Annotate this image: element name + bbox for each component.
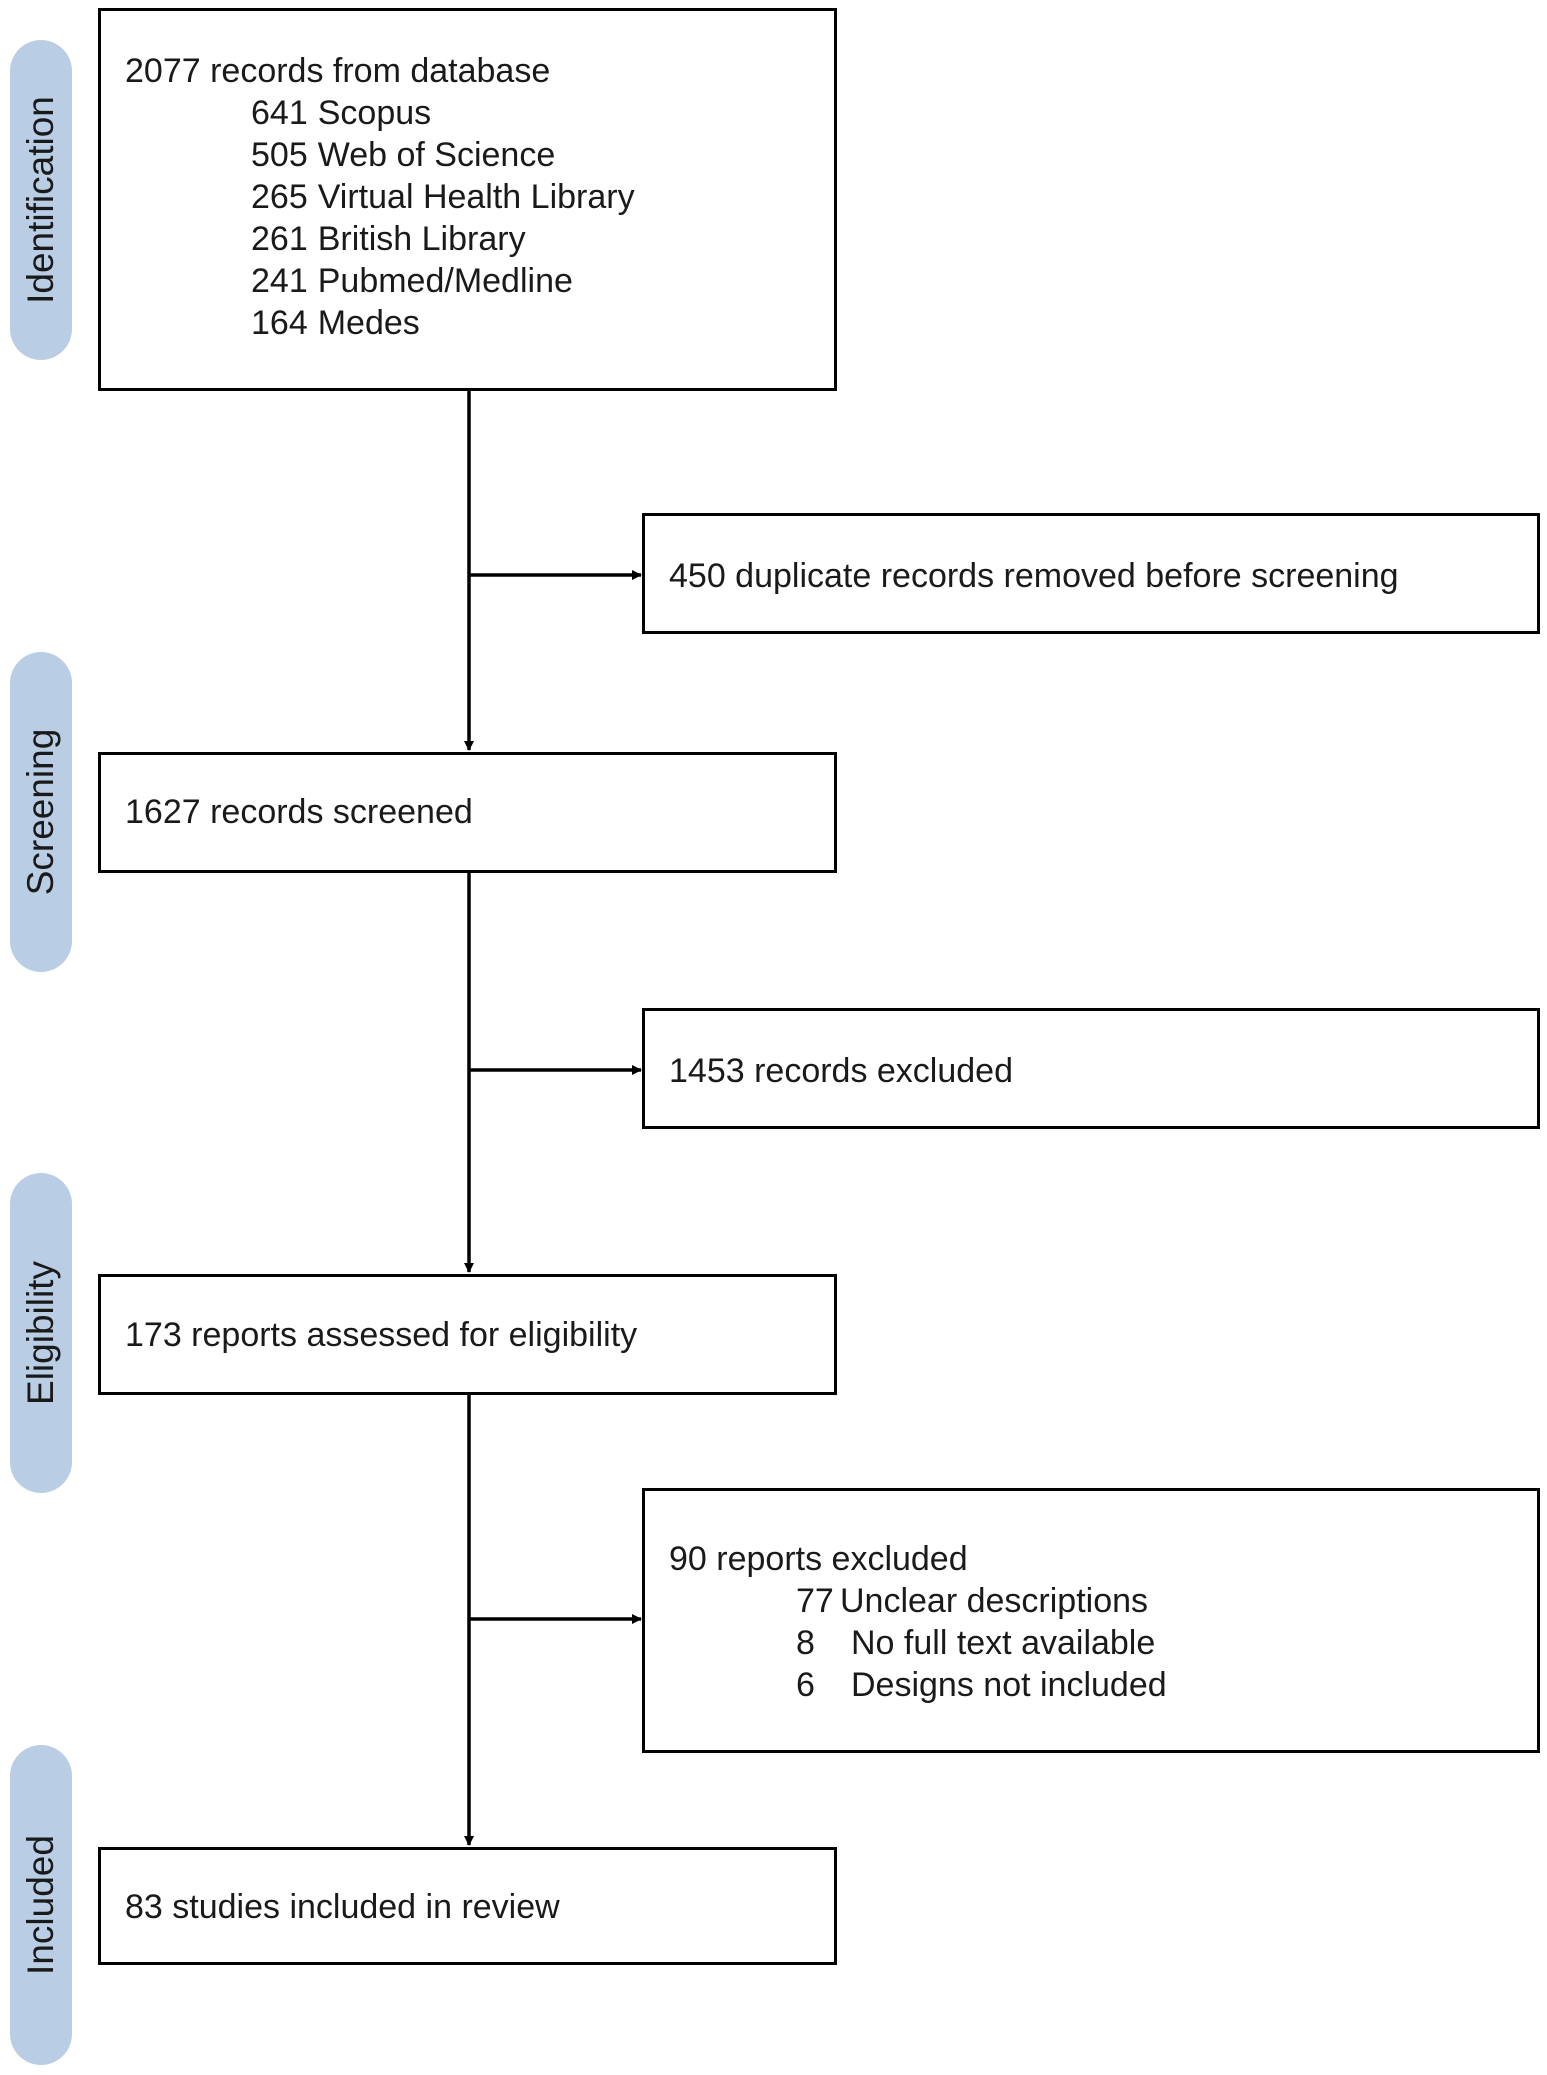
source-count: 164	[251, 304, 308, 342]
exclusion-reason-name: No full text available	[851, 1624, 1156, 1662]
source-name: Virtual Health Library	[317, 178, 635, 216]
records-excluded-box	[642, 1008, 1540, 1129]
eligibility-text: 173 reports assessed for eligibility	[125, 1316, 638, 1354]
identification-title: 2077 records from database	[125, 52, 551, 90]
included-text: 83 studies included in review	[125, 1888, 560, 1926]
exclusion-reason-name: Unclear descriptions	[840, 1582, 1149, 1620]
source-name: Pubmed/Medline	[317, 262, 573, 300]
exclusion-reason-item: 8 No full text available	[796, 1622, 1155, 1664]
exclusion-reason-count: 8	[796, 1624, 815, 1662]
phase-eligibility: Eligibility	[10, 1173, 72, 1493]
source-name: Web of Science	[317, 136, 556, 174]
phase-included: Included	[10, 1745, 72, 2065]
exclusion-reason-name: Designs not included	[851, 1666, 1167, 1704]
eligibility-box	[98, 1274, 837, 1395]
source-count: 265	[251, 178, 308, 216]
screened-text: 1627 records screened	[125, 793, 473, 831]
screened-box	[98, 752, 837, 873]
reports-excluded-box	[642, 1488, 1540, 1753]
source-name: Medes	[317, 304, 420, 342]
source-name: British Library	[317, 220, 526, 258]
source-count: 505	[251, 136, 308, 174]
phase-identification: Identification	[10, 40, 72, 360]
reports-excluded-title: 90 reports excluded	[669, 1540, 968, 1578]
source-name: Scopus	[317, 94, 432, 132]
records-excluded-text: 1453 records excluded	[669, 1052, 1014, 1090]
duplicates-text: 450 duplicate records removed before scr…	[669, 557, 1399, 595]
source-count: 641	[251, 94, 308, 132]
identification-box	[98, 8, 837, 391]
duplicates-box	[642, 513, 1540, 634]
exclusion-reason-item: 6 Designs not included	[796, 1664, 1167, 1706]
source-count: 261	[251, 220, 308, 258]
included-box	[98, 1847, 837, 1965]
exclusion-reason-count: 77	[796, 1582, 834, 1620]
phase-screening: Screening	[10, 652, 72, 972]
exclusion-reason-count: 6	[796, 1666, 815, 1704]
source-count: 241	[251, 262, 308, 300]
